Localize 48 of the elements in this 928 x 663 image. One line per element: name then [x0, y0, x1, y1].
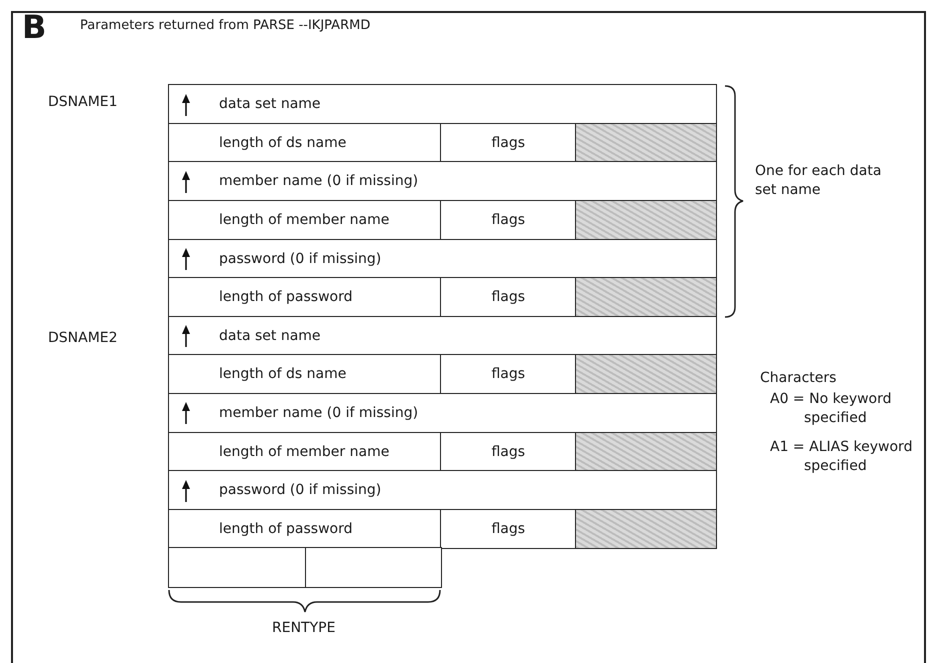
flags-field	[440, 277, 576, 318]
field-label: password (0 if missing)	[219, 250, 382, 267]
field-label: length of ds name	[219, 366, 346, 382]
field-label: length of password	[219, 520, 352, 537]
field-label: flags	[491, 444, 526, 460]
note-heading: Characters	[760, 370, 836, 386]
pointer-field	[168, 84, 716, 124]
brace-note: One for each data set name	[755, 162, 882, 200]
reserved-field	[575, 432, 716, 472]
field-label: member name (0 if missing)	[219, 173, 418, 190]
field-name: DSNAME1	[48, 94, 118, 110]
code-note: A0 = No keyword specified	[770, 390, 893, 428]
brace-label: RENTYPE	[272, 620, 336, 636]
field-label: flags	[491, 134, 526, 151]
length-field	[168, 354, 442, 395]
reserved-field	[575, 122, 716, 163]
field-label: member name (0 if missing)	[219, 405, 418, 422]
field-label: flags	[491, 520, 526, 537]
field-label: flags	[491, 289, 526, 306]
reserved-field	[575, 200, 716, 240]
flags-field	[440, 354, 576, 395]
field-label: length of ds name	[219, 134, 346, 151]
reserved-field	[575, 277, 716, 318]
field-label: length of member name	[219, 444, 390, 460]
reserved-field	[575, 354, 716, 395]
pointer-field	[168, 393, 716, 434]
pointer-field	[168, 238, 716, 279]
field-label: flags	[491, 366, 526, 382]
panel-letter: B	[22, 8, 46, 46]
field-label: data set name	[219, 96, 321, 112]
diagram-title: Parameters returned from PARSE --IKJPARMD	[80, 18, 370, 33]
field-label: flags	[491, 212, 526, 228]
flags-field	[440, 508, 576, 549]
rentype-field	[305, 547, 442, 588]
field-label: password (0 if missing)	[219, 482, 382, 498]
length-field	[168, 277, 442, 318]
length-field	[168, 200, 442, 240]
reserved-field	[575, 508, 716, 549]
field-label: length of member name	[219, 212, 390, 228]
field-label: data set name	[219, 328, 321, 344]
flags-field	[440, 200, 576, 240]
pointer-field	[168, 316, 716, 356]
rentype-field	[168, 547, 306, 588]
pointer-field	[168, 470, 716, 510]
field-label: length of password	[219, 289, 352, 306]
pointer-field	[168, 161, 716, 202]
field-name: DSNAME2	[48, 330, 118, 346]
code-note: A1 = ALIAS keyword specified	[770, 438, 914, 476]
